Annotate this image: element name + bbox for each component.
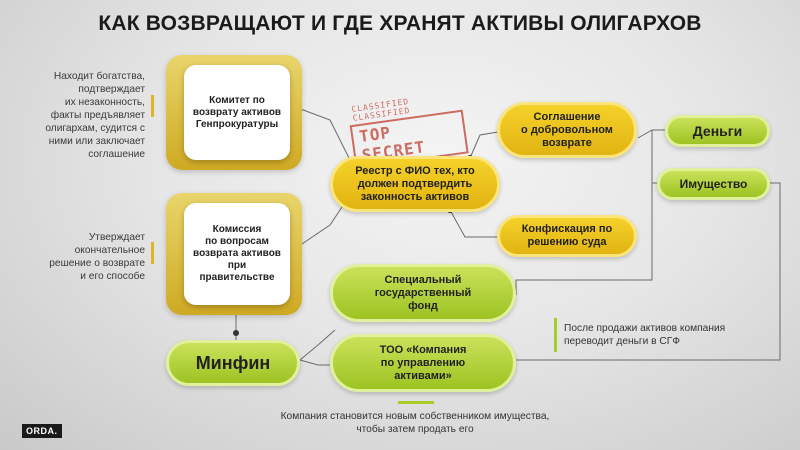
- connector-minfin-company-2: [299, 359, 335, 366]
- committee-note: Находит богатства, подтверждает их незак…: [45, 70, 145, 161]
- committee-note-line: подтверждает: [78, 84, 145, 95]
- commission-note-line: окончательное: [74, 245, 145, 256]
- connector-property-company: [516, 182, 781, 361]
- committee-note-line: их незаконность,: [64, 97, 145, 108]
- commission-card: Комиссия по вопросам возврата активов пр…: [184, 203, 290, 305]
- committee-card-line: Комитет по: [209, 94, 265, 106]
- registry-line: Реестр с ФИО тех, кто: [355, 164, 475, 177]
- confiscation-line: Конфискация по: [521, 223, 613, 235]
- committee-note-line: соглашение: [88, 149, 145, 160]
- connector-money-fund: [515, 183, 653, 295]
- property-pill: Имущество: [657, 168, 770, 200]
- agreement-line: о добровольном: [521, 123, 613, 136]
- commission-note-bar: [151, 242, 154, 264]
- special-fund-line: Специальный: [384, 273, 462, 286]
- agreement-line: возврате: [542, 136, 592, 149]
- committee-card-line: Генпрокуратуры: [195, 118, 279, 130]
- commission-card-line: по вопросам: [205, 236, 269, 247]
- confiscation-pill: Конфискация по решению суда: [497, 215, 637, 257]
- commission-note: Утверждает окончательное решение о возвр…: [49, 231, 145, 283]
- sgf-note-line: После продажи активов компания: [564, 323, 726, 334]
- special-fund-line: фонд: [408, 299, 438, 312]
- company-note-bar: [398, 401, 434, 404]
- connector-registry-agreement: [469, 131, 499, 159]
- special-fund-line: государственный: [374, 286, 472, 299]
- registry-pill: Реестр с ФИО тех, кто должен подтвердить…: [330, 156, 500, 212]
- orda-logo: ORDA.: [22, 424, 62, 438]
- commission-note-line: решение о возврате: [49, 258, 145, 269]
- page-title: КАК ВОЗВРАЩАЮТ И ГДЕ ХРАНЯТ АКТИВЫ ОЛИГА…: [98, 12, 702, 35]
- sgf-note-line: переводит деньги в СГФ: [564, 336, 681, 347]
- sgf-note-bar: [554, 318, 557, 352]
- committee-note-bar: [151, 95, 154, 117]
- commission-note-line: и его способе: [80, 271, 145, 282]
- committee-card-line: возврату активов: [192, 106, 282, 118]
- connector-dot: [233, 330, 239, 336]
- confiscation-line: решению суда: [527, 236, 607, 248]
- committee-card: Комитет по возврату активов Генпрокурату…: [184, 65, 290, 160]
- commission-card-line: при: [227, 260, 247, 271]
- registry-line: должен подтвердить: [357, 177, 473, 190]
- committee-note-line: ними или заключает: [48, 136, 145, 147]
- connector-minfin-company: [299, 329, 336, 361]
- too-company-line: ТОО «Компания: [379, 343, 467, 356]
- minfin-pill: Минфин: [166, 340, 300, 386]
- special-fund-pill: Специальный государственный фонд: [330, 264, 516, 322]
- company-note-line: Компания становится новым собственником …: [280, 411, 550, 422]
- company-note-line: чтобы затем продать его: [356, 424, 474, 435]
- too-company-line: активами»: [394, 369, 452, 382]
- commission-card-line: Комиссия: [212, 224, 262, 235]
- too-company-pill: ТОО «Компания по управлению активами»: [330, 334, 516, 392]
- registry-line: законность активов: [360, 190, 470, 203]
- commission-card-line: возврата активов: [193, 248, 281, 259]
- commission-note-line: Утверждает: [88, 232, 145, 243]
- money-pill: Деньги: [665, 115, 770, 147]
- connector-committee-registry: [289, 104, 351, 161]
- company-note: Компания становится новым собственником …: [230, 410, 600, 436]
- sgf-note: После продажи активов компания переводит…: [564, 322, 725, 348]
- committee-note-line: факты предъявляет: [50, 110, 145, 121]
- too-company-line: по управлению: [380, 356, 466, 369]
- connector-registry-confiscation: [449, 209, 498, 238]
- committee-note-line: олигархам, судится с: [45, 123, 145, 134]
- agreement-pill: Соглашение о добровольном возврате: [497, 102, 637, 158]
- commission-card-line: правительстве: [199, 272, 275, 283]
- committee-note-line: Находит богатства,: [53, 71, 145, 82]
- agreement-line: Соглашение: [533, 110, 601, 123]
